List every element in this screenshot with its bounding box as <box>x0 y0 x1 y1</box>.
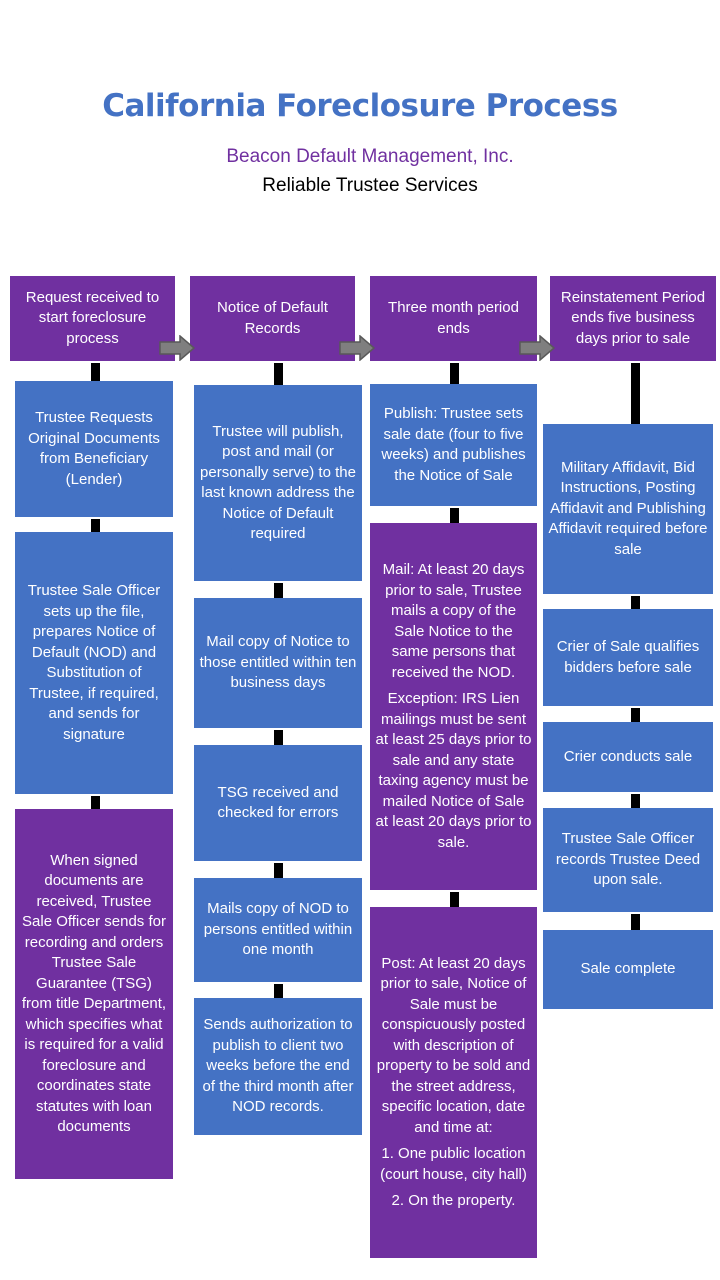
connector-line <box>91 796 100 809</box>
stage-header-4: Reinstatement Period ends five business … <box>550 276 716 361</box>
step-box-text: Post: At least 20 days prior to sale, No… <box>376 954 531 1136</box>
step-box-text: Trustee Sale Officer sets up the file, p… <box>27 582 161 743</box>
step-box-text: Trustee Sale Officer records Trustee Dee… <box>555 830 701 889</box>
connector-line <box>274 363 283 385</box>
step-box-text: Trustee will publish, post and mail (or … <box>200 422 356 543</box>
step-box: TSG received and checked for errors <box>194 745 362 861</box>
step-box-text: Publish: Trustee sets sale date (four to… <box>381 405 526 484</box>
step-box-text: 1. One public location (court house, cit… <box>380 1145 527 1183</box>
step-box-text: Exception: IRS Lien mailings must be sen… <box>375 690 532 851</box>
connector-line <box>450 508 459 523</box>
step-box: Sends authorization to publish to client… <box>194 998 362 1135</box>
connector-line <box>631 794 640 808</box>
step-box-text: Military Affidavit, Bid Instructions, Po… <box>548 458 708 558</box>
step-box: Sale complete <box>543 930 713 1009</box>
right-arrow-icon <box>159 335 195 361</box>
step-box-text: Sale complete <box>580 960 676 978</box>
step-box: Crier conducts sale <box>543 722 713 792</box>
connector-line <box>91 519 100 532</box>
step-box: When signed documents are received, Trus… <box>15 809 173 1179</box>
step-box: Mail: At least 20 days prior to sale, Tr… <box>370 523 537 890</box>
step-box-text: When signed documents are received, Trus… <box>21 851 167 1136</box>
step-box-text: Crier of Sale qualifies bidders before s… <box>556 638 700 676</box>
step-box: Trustee Requests Original Documents from… <box>15 381 173 517</box>
connector-line <box>631 914 640 930</box>
step-box-text: Sends authorization to publish to client… <box>202 1016 354 1116</box>
connector-line <box>450 363 459 384</box>
step-box-text: Crier conducts sale <box>563 747 693 765</box>
step-box: Publish: Trustee sets sale date (four to… <box>370 384 537 506</box>
step-box: Mail copy of Notice to those entitled wi… <box>194 598 362 728</box>
connector-line <box>274 730 283 745</box>
connector-line <box>631 596 640 609</box>
step-box-text: Mail: At least 20 days prior to sale, Tr… <box>382 561 525 681</box>
connector-line <box>274 984 283 998</box>
connector-line <box>274 863 283 878</box>
step-box-text: TSG received and checked for errors <box>217 783 339 822</box>
connector-line <box>631 708 640 722</box>
right-arrow-icon <box>339 335 375 361</box>
step-box-text: Mails copy of NOD to persons entitled wi… <box>203 900 353 959</box>
step-box-text: 2. On the property. <box>391 1192 516 1209</box>
company-name: Beacon Default Management, Inc. <box>226 146 514 167</box>
step-box-text: Trustee Requests Original Documents from… <box>28 409 160 488</box>
stage-header-1: Request received to start foreclosure pr… <box>10 276 175 361</box>
step-box: Post: At least 20 days prior to sale, No… <box>370 907 537 1258</box>
step-box: Trustee will publish, post and mail (or … <box>194 385 362 581</box>
stage-header-2: Notice of Default Records <box>190 276 355 361</box>
right-arrow-icon <box>519 335 555 361</box>
connector-line <box>631 363 640 424</box>
stage-header-3-text: Three month period ends <box>388 299 519 337</box>
stage-header-3: Three month period ends <box>370 276 537 361</box>
connector-line <box>450 892 459 907</box>
connector-line <box>91 363 100 381</box>
step-box: Military Affidavit, Bid Instructions, Po… <box>543 424 713 594</box>
tagline: Reliable Trustee Services <box>262 175 478 196</box>
stage-header-2-text: Notice of Default Records <box>217 299 328 337</box>
step-box: Crier of Sale qualifies bidders before s… <box>543 609 713 706</box>
stage-header-1-text: Request received to start foreclosure pr… <box>25 288 160 347</box>
step-box: Trustee Sale Officer sets up the file, p… <box>15 532 173 794</box>
stage-header-4-text: Reinstatement Period ends five business … <box>560 288 706 347</box>
connector-line <box>274 583 283 598</box>
page-title: California Foreclosure Process <box>102 88 618 124</box>
step-box: Mails copy of NOD to persons entitled wi… <box>194 878 362 982</box>
step-box-text: Mail copy of Notice to those entitled wi… <box>199 633 357 692</box>
step-box: Trustee Sale Officer records Trustee Dee… <box>543 808 713 912</box>
